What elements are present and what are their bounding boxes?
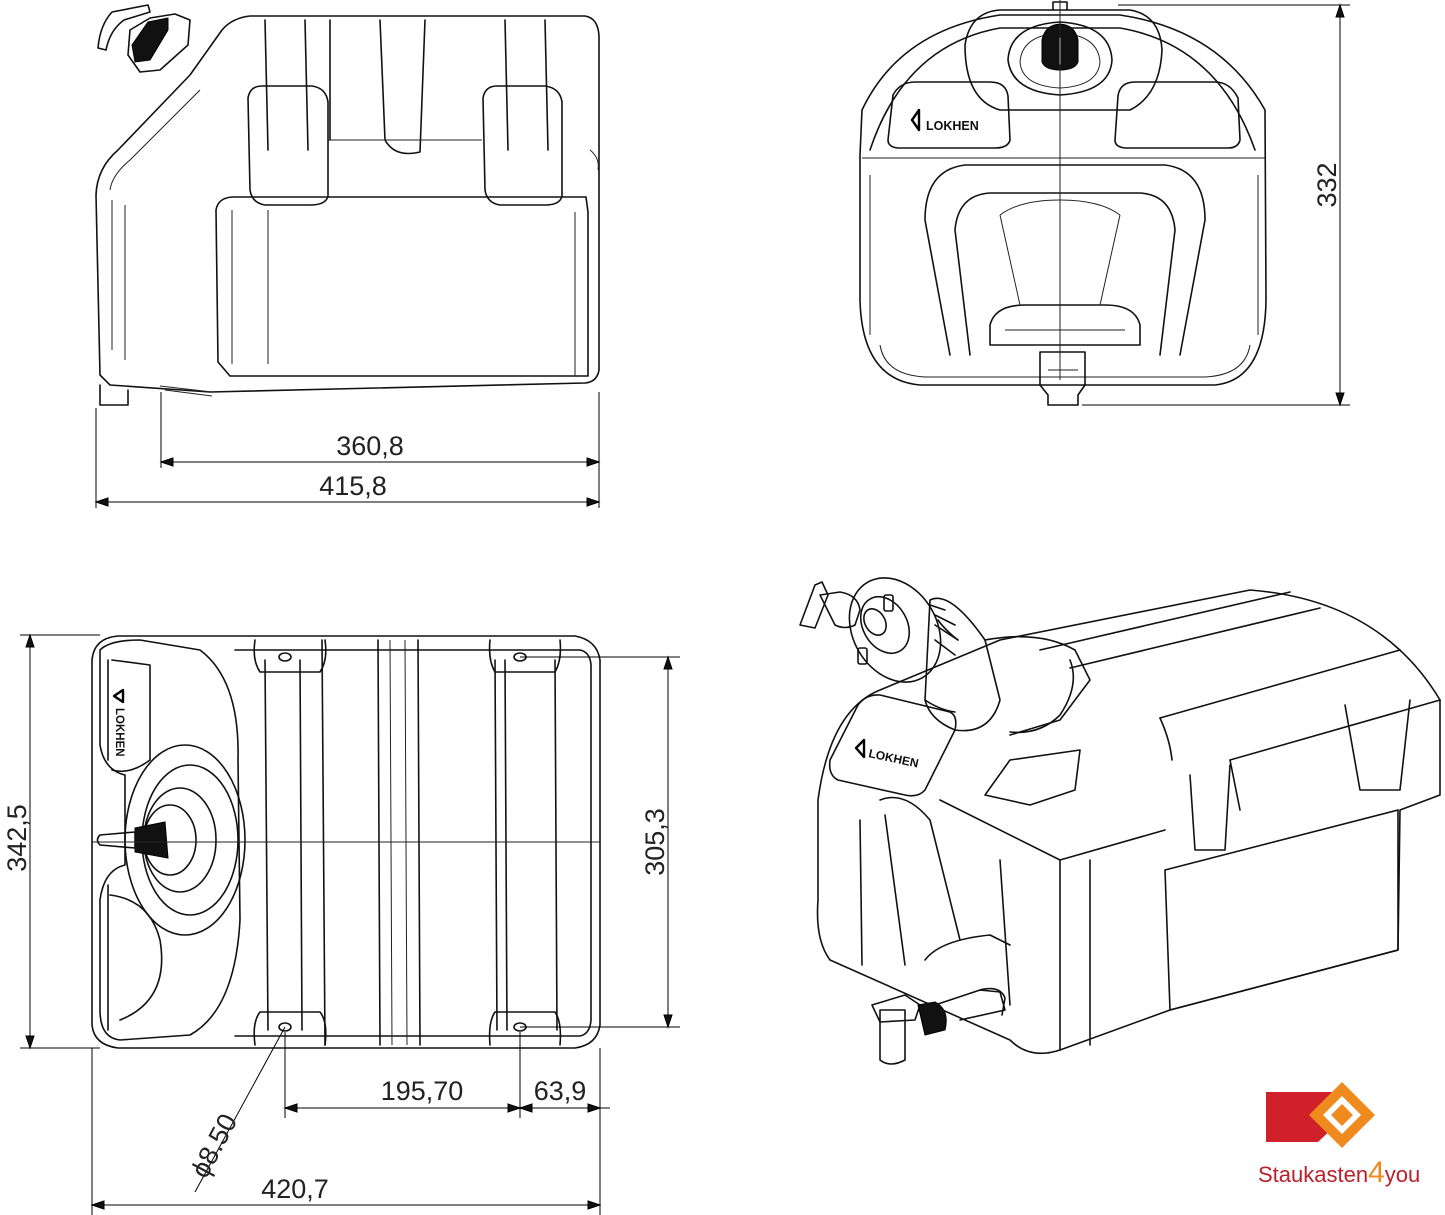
front-view: LOKHEN 332 — [859, 0, 1350, 407]
brand-watermark: Staukasten4you — [1258, 1082, 1420, 1189]
dim-hole-diameter: ϕ8.50 — [185, 1109, 243, 1183]
dim-front-height: 332 — [1312, 162, 1342, 207]
front-label-brand: LOKHEN — [926, 119, 979, 133]
iso-label-brand: LOKHEN — [867, 746, 919, 770]
dim-top-total-width: 420,7 — [261, 1174, 329, 1204]
dim-side-total-width: 415,8 — [319, 471, 387, 501]
side-view: 360,8 415,8 — [94, 4, 601, 508]
dim-top-total-height: 342,5 — [2, 804, 32, 872]
top-view: LOKHEN 342,5 305,3 195,70 63,9 420,7 ϕ8.… — [2, 633, 680, 1215]
isometric-view: LOKHEN — [799, 577, 1441, 1065]
top-label-brand: LOKHEN — [113, 708, 125, 757]
dim-side-inner-width: 360,8 — [336, 431, 404, 461]
dim-top-inner-height: 305,3 — [640, 808, 670, 876]
watermark-name: Staukasten4you — [1258, 1156, 1420, 1189]
dim-hole-edge-offset: 63,9 — [534, 1076, 587, 1106]
watermark-red-shape — [1266, 1092, 1335, 1142]
dim-hole-spacing: 195,70 — [381, 1076, 464, 1106]
